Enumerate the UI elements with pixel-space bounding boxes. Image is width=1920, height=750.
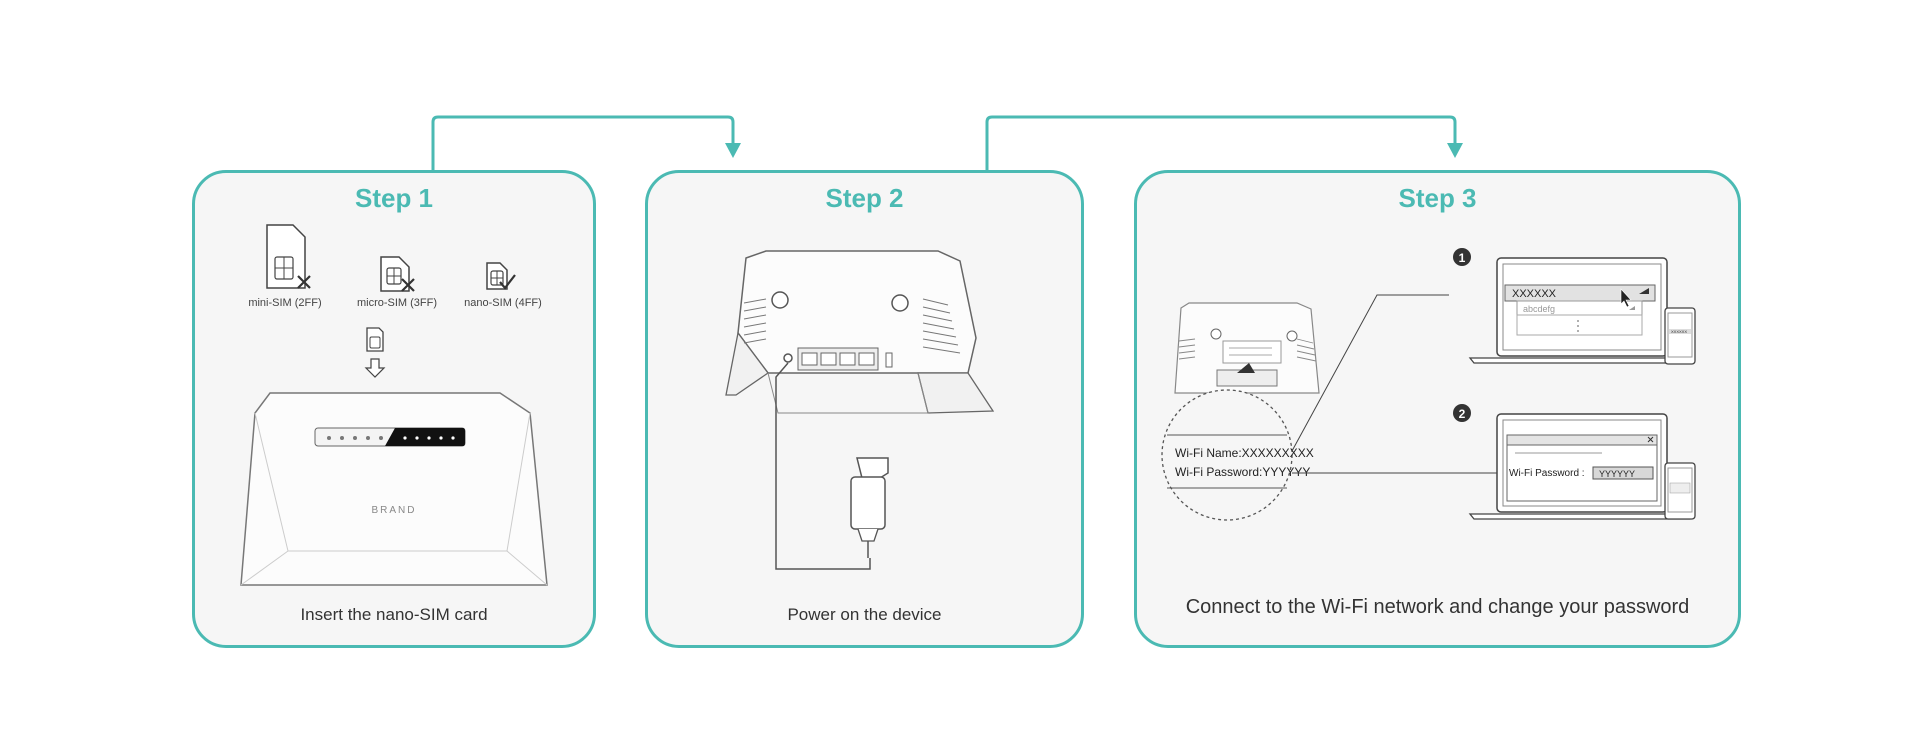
connector-arrowhead (725, 143, 741, 158)
sim-type-label: micro-SIM (3FF) (357, 297, 437, 309)
phone-network-name: XXXXXX (1671, 329, 1687, 334)
step-3-title: Step 3 (1398, 183, 1477, 213)
connector-step1-to-step2 (431, 115, 735, 170)
number-badge-icon (1453, 248, 1471, 266)
phone-icon (1664, 462, 1696, 520)
mini-sim-icon (266, 224, 306, 289)
router-back-small-illustration (1174, 302, 1320, 394)
router-brand-label: BRAND (371, 505, 416, 516)
step-3-illustration: Wi-Fi Name:XXXXXXXXX Wi-Fi Password:YYYY… (1161, 248, 1696, 521)
cross-icon (297, 275, 311, 289)
power-adapter-icon (850, 457, 889, 558)
nano-sim-insert-icon (366, 327, 384, 352)
step-3-caption: Connect to the Wi-Fi network and change … (1185, 596, 1690, 618)
label-magnifier (1161, 389, 1293, 521)
step-2-illustration (725, 250, 995, 570)
micro-sim-icon (380, 256, 410, 292)
badge-number: 2 (1459, 407, 1466, 421)
connector-step2-to-step3 (985, 115, 1457, 170)
step-2-panel: Step 2 (645, 170, 1084, 648)
step-3-panel: Step 3 Wi-Fi Name:XXXXXXXXX Wi-F (1134, 170, 1741, 648)
password-input-box (1592, 466, 1654, 480)
step-2-title: Step 2 (825, 183, 904, 213)
step-1-caption: Insert the nano-SIM card (300, 605, 488, 624)
nano-sim-icon (486, 262, 508, 290)
mouse-cursor-icon (1620, 288, 1632, 308)
check-icon (499, 274, 516, 290)
cross-icon (401, 278, 415, 292)
close-icon (1647, 436, 1654, 443)
connector-arrowhead (1447, 143, 1463, 158)
step-1-panel: Step 1 mini-SIM (2FF) micro-SIM (3FF) (192, 170, 596, 648)
router-front-illustration (240, 392, 548, 586)
number-badge-icon (1453, 404, 1471, 422)
down-arrow-icon (364, 358, 386, 378)
sim-type-label: mini-SIM (2FF) (248, 297, 321, 309)
network-name: XXXXXX (1512, 288, 1557, 300)
router-back-illustration (725, 250, 995, 414)
step-1-illustration: mini-SIM (2FF) micro-SIM (3FF) nano-SIM … (240, 224, 548, 586)
power-cable (775, 362, 871, 570)
phone-icon (1664, 307, 1696, 365)
sim-type-label: nano-SIM (4FF) (464, 297, 542, 309)
laptop-icon (1468, 257, 1696, 364)
wifi-name-label: Wi-Fi Name:XXXXXXXXX (1175, 446, 1314, 460)
leader-lines (1291, 294, 1507, 474)
badge-number: 1 (1459, 251, 1466, 265)
password-field-label: Wi-Fi Password : (1509, 468, 1585, 479)
step-1-title: Step 1 (354, 183, 434, 213)
wifi-password-label: Wi-Fi Password:YYYYYY (1175, 465, 1310, 479)
password-value: YYYYYY (1599, 469, 1635, 479)
other-network-name: abcdefg (1523, 304, 1555, 314)
step-2-caption: Power on the device (787, 605, 942, 624)
laptop-icon (1468, 413, 1696, 520)
